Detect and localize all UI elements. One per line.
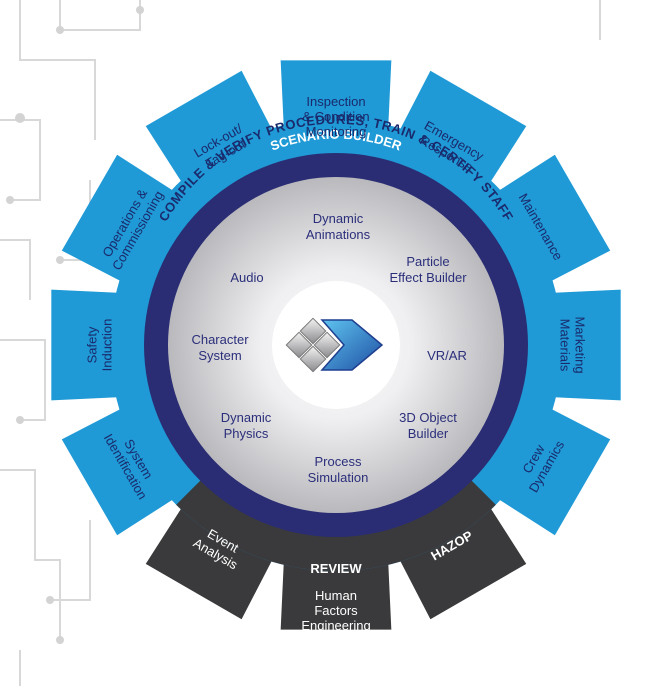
gear-tooth-human-factors <box>280 552 392 630</box>
gear-teeth <box>51 60 621 630</box>
gear-tooth-maintenance <box>489 154 611 287</box>
circuit-nodes <box>6 6 144 644</box>
gear-tooth-lockout <box>145 70 278 192</box>
gear-tooth-event <box>145 498 278 620</box>
gear-tooth-emergency <box>394 70 527 192</box>
logo-icon <box>285 317 384 373</box>
gear-tooth-operations <box>61 154 183 287</box>
gear-tooth-hazop <box>394 498 527 620</box>
tooth-label-marketing: MarketingMaterials <box>558 316 588 373</box>
inner-label-audio: Audio <box>230 270 263 285</box>
gear-tooth-marketing <box>543 289 621 401</box>
review-label: REVIEW <box>310 561 362 576</box>
gear-tooth-safety <box>51 289 129 401</box>
tooth-label-safety: SafetyInduction <box>85 319 115 372</box>
gear-tooth-inspection <box>280 60 392 138</box>
gear-tooth-system-id <box>61 403 183 536</box>
gear-tooth-crew <box>489 403 611 536</box>
inner-label-vrar: VR/AR <box>427 348 467 363</box>
